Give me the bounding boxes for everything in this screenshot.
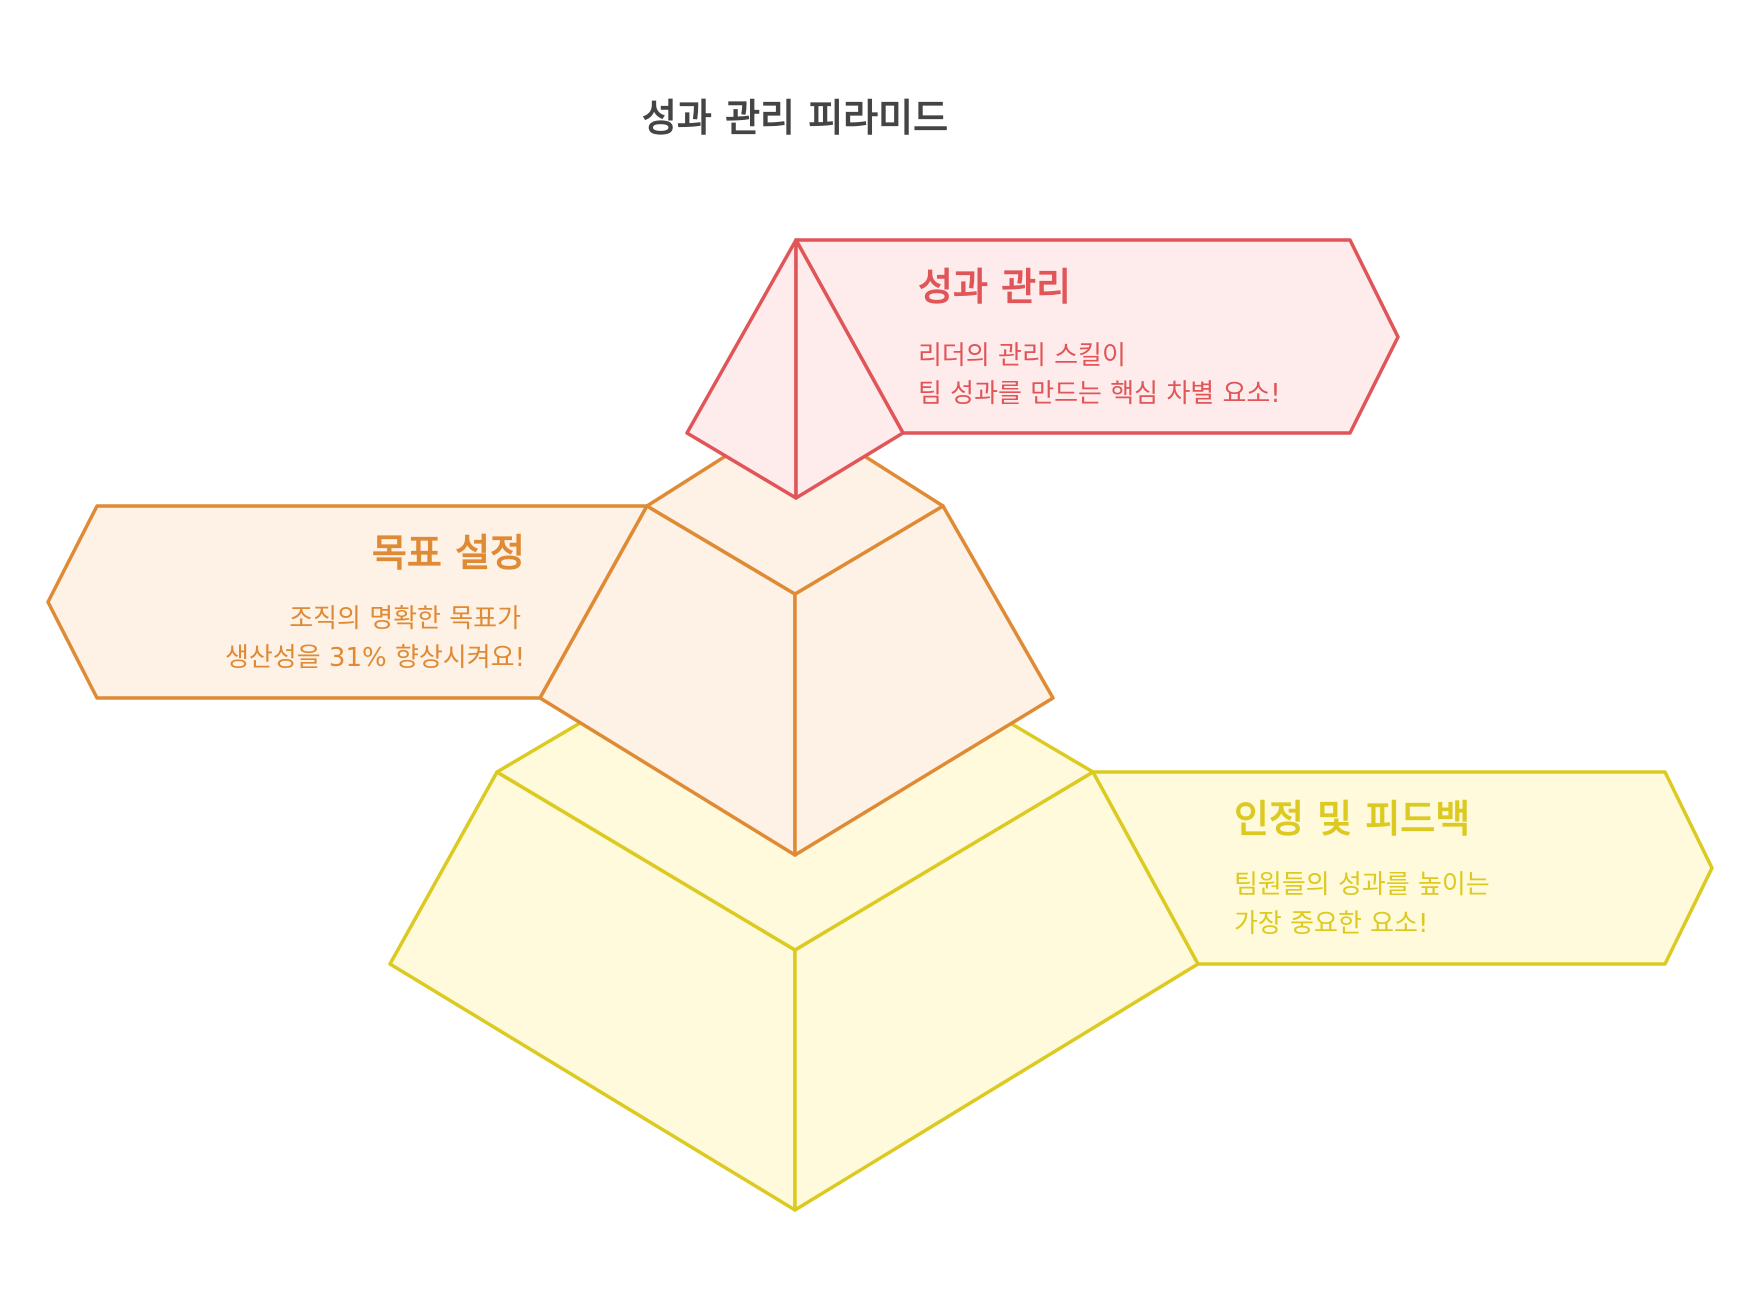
level-top-left-face: [685, 238, 798, 500]
diagram-title: 성과 관리 피라미드: [642, 96, 948, 140]
level-middle: [46, 410, 1055, 857]
level-top-right-face: [794, 238, 905, 500]
level-middle-label-shape: [46, 504, 649, 700]
level-bottom-line2: 가장 중요한 요소!: [1234, 909, 1428, 939]
level-top-line1: 리더의 관리 스킬이: [918, 341, 1126, 371]
level-middle-line2: 생산성을 31% 향상시켜요!: [225, 643, 525, 673]
level-top-heading: 성과 관리: [918, 265, 1071, 309]
level-middle-text: 목표 설정 조직의 명확한 목표가 생산성을 31% 향상시켜요!: [225, 531, 525, 673]
level-middle-line1: 조직의 명확한 목표가: [289, 604, 521, 634]
level-middle-heading: 목표 설정: [372, 531, 525, 575]
level-bottom-text: 인정 및 피드백 팀원들의 성과를 높이는 가장 중요한 요소!: [1234, 797, 1490, 939]
level-top-text: 성과 관리 리더의 관리 스킬이 팀 성과를 만드는 핵심 차별 요소!: [918, 265, 1281, 409]
level-bottom-heading: 인정 및 피드백: [1234, 797, 1470, 841]
level-top-line2: 팀 성과를 만드는 핵심 차별 요소!: [918, 379, 1281, 409]
level-bottom-line1: 팀원들의 성과를 높이는: [1234, 870, 1490, 900]
level-top: [685, 238, 1400, 500]
